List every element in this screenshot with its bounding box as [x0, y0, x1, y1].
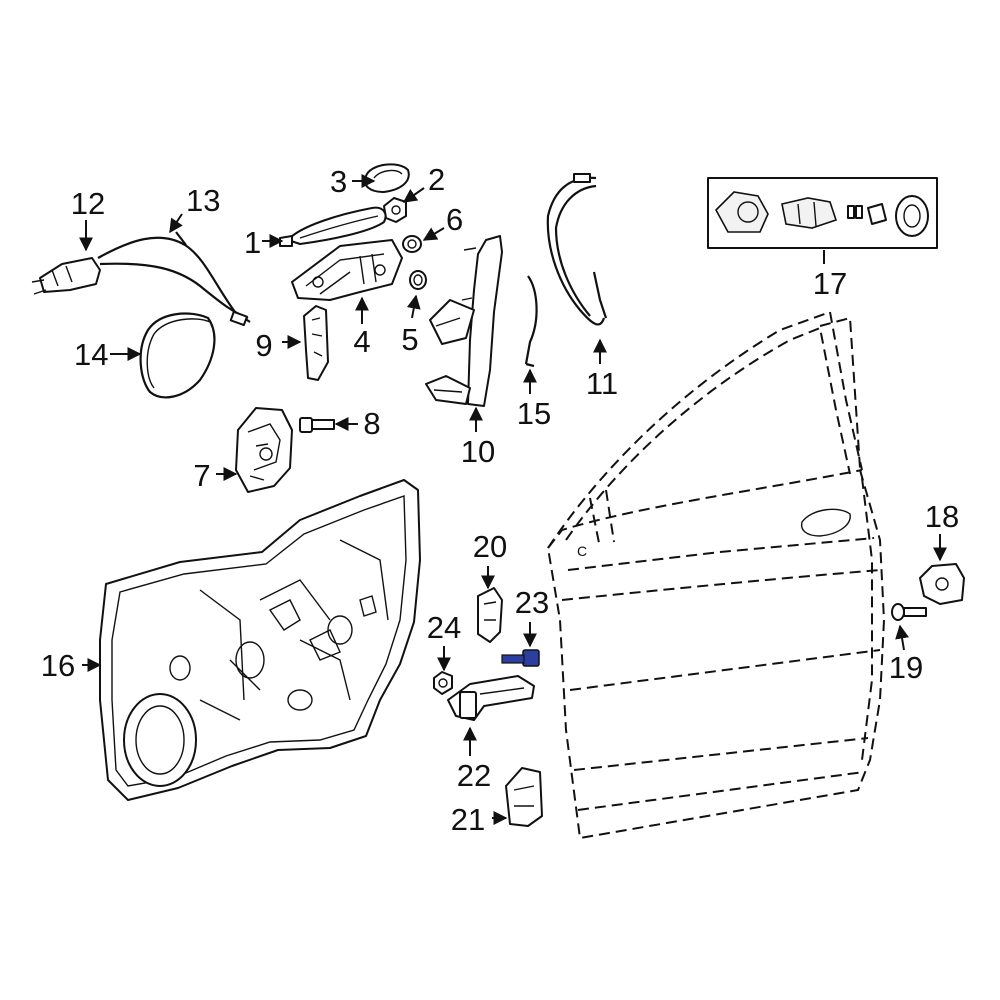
leader-13	[169, 213, 183, 234]
callout-3: 3	[330, 164, 347, 199]
part-22-door-check[interactable]	[447, 675, 535, 721]
leader-lines	[79, 174, 947, 825]
callout-8: 8	[363, 406, 380, 441]
callout-16: 16	[41, 648, 75, 683]
callout-2: 2	[428, 162, 445, 197]
part-19-screw[interactable]	[891, 603, 927, 621]
callout-11: 11	[586, 366, 618, 401]
part-3-handle-cap[interactable]	[364, 163, 410, 193]
part-7-latch[interactable]	[235, 407, 293, 493]
part-23-bolt-highlighted[interactable]	[501, 649, 540, 667]
part-18-striker[interactable]	[919, 563, 965, 605]
callout-17: 17	[813, 266, 847, 301]
callout-4: 4	[353, 324, 370, 359]
callout-1: 1	[244, 225, 261, 260]
callout-12: 12	[71, 186, 105, 221]
callout-15: 15	[517, 396, 551, 431]
part-5-o-ring[interactable]	[409, 270, 427, 290]
part-6-washer[interactable]	[402, 235, 422, 253]
part-17-lock-kit[interactable]	[707, 177, 938, 249]
callout-14: 14	[74, 337, 108, 372]
door-marker-label: C	[577, 543, 587, 559]
part-12-connector[interactable]	[31, 257, 101, 295]
part-14-cable-loop[interactable]	[139, 312, 216, 399]
callout-19: 19	[889, 650, 923, 685]
leader-19	[895, 624, 909, 651]
part-11-release-cable[interactable]	[546, 173, 608, 326]
callout-labels: 12 13 14 3 2 1 6 5 4 9 8 7 10 15 11 17 1…	[41, 162, 959, 837]
callout-7: 7	[193, 458, 210, 493]
part-4-handle-bracket[interactable]	[291, 239, 403, 301]
part-1-outside-handle[interactable]	[279, 206, 387, 247]
leader-2	[402, 187, 425, 203]
leader-6	[422, 227, 445, 241]
part-15-rod[interactable]	[524, 275, 538, 368]
callout-6: 6	[446, 202, 463, 237]
part-10-glass-guide[interactable]	[425, 235, 503, 407]
callout-21: 21	[451, 802, 485, 837]
part-16-module-plate[interactable]	[99, 479, 421, 801]
callout-23: 23	[515, 585, 549, 620]
part-9-reinforcement[interactable]	[303, 305, 329, 381]
callout-9: 9	[255, 328, 272, 363]
callout-18: 18	[925, 499, 959, 534]
door-shell	[547, 310, 886, 840]
callout-22: 22	[457, 758, 491, 793]
leader-5	[406, 294, 421, 319]
part-8-bolt[interactable]	[299, 417, 335, 433]
part-20-check-bracket[interactable]	[477, 587, 503, 643]
callout-20: 20	[473, 529, 507, 564]
callout-10: 10	[461, 434, 495, 469]
part-2-handle-end[interactable]	[383, 197, 407, 223]
callout-5: 5	[401, 322, 418, 357]
callout-13: 13	[186, 183, 220, 218]
part-13-cable[interactable]	[97, 231, 251, 327]
part-21-hinge-bracket[interactable]	[505, 767, 543, 827]
callout-24: 24	[427, 610, 461, 645]
part-24-nut[interactable]	[433, 671, 453, 695]
